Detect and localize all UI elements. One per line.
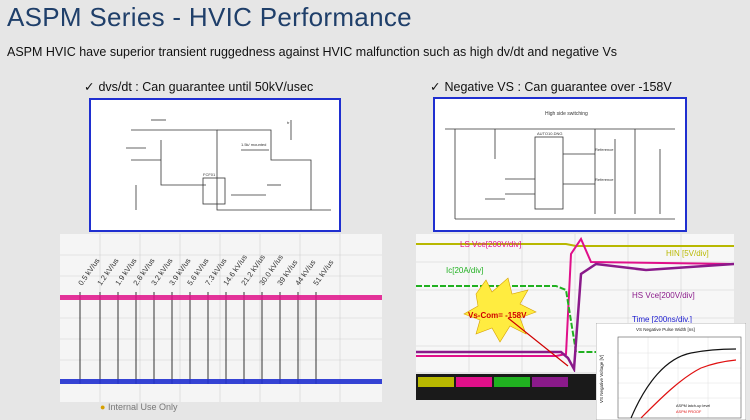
left-caption: ✓dvs/dt : Can guarantee until 50kV/usec (84, 80, 314, 94)
svg-text:Reference: Reference (595, 177, 614, 182)
check-icon: ✓ (430, 80, 441, 94)
inset-title: VS Negative Pulse Width [ns] (636, 327, 695, 332)
dvdt-scope: 0.5 kV/us 1.2 kV/us 1.9 kV/us 2.6 kV/us … (60, 234, 382, 402)
right-schematic: High side switching AUTO10.DNG Reference… (445, 111, 675, 220)
vs-com-label: Vs-Com= -158V (468, 311, 527, 320)
right-caption: ✓Negative VS : Can guarantee over -158V (430, 80, 672, 94)
inset-legend-item: ASPM PROOF (676, 410, 702, 414)
svg-text:FCF01: FCF01 (203, 172, 216, 177)
page-subtitle: ASPM HVIC have superior transient rugged… (7, 45, 618, 59)
lock-icon: ● (100, 402, 106, 412)
hs-vce-label: HS Vce[200V/div] (632, 291, 695, 300)
left-schematic-frame: 1.5k/ mounted tr FCF01 (89, 98, 341, 232)
svg-text:1.5k/ mounted: 1.5k/ mounted (241, 142, 266, 147)
time-label: Time [200ns/div.] (632, 315, 692, 324)
hin-label: HIN [5V/div] (666, 249, 709, 258)
page-title: ASPM Series - HVIC Performance (7, 2, 412, 32)
svg-text:tr: tr (287, 120, 290, 125)
ls-vce-label: LS Vce[200V/div] (460, 240, 521, 249)
channel-swatch (456, 377, 492, 387)
svg-text:AUTO10.DNG: AUTO10.DNG (537, 131, 563, 136)
inset-chart: VS Negative Pulse Width [ns] VS Negative… (596, 323, 746, 420)
inset-legend-item: ASPM latch-up level (676, 404, 710, 408)
right-schematic-title: High side switching (545, 111, 588, 117)
channel-swatch (532, 377, 568, 387)
channel-swatch (494, 377, 530, 387)
footer-note: ● Internal Use Only (100, 402, 178, 412)
svg-text:Reference: Reference (595, 147, 614, 152)
channel-swatch (418, 377, 454, 387)
right-schematic-frame: High side switching AUTO10.DNG Reference… (433, 97, 687, 232)
inset-ylabel: VS Negative Voltage [V] (599, 355, 604, 403)
ic-label: Ic[20A/div] (446, 266, 483, 275)
scope-status-bar (416, 374, 601, 400)
left-schematic: 1.5k/ mounted tr FCF01 (126, 119, 331, 211)
check-icon: ✓ (84, 80, 95, 94)
